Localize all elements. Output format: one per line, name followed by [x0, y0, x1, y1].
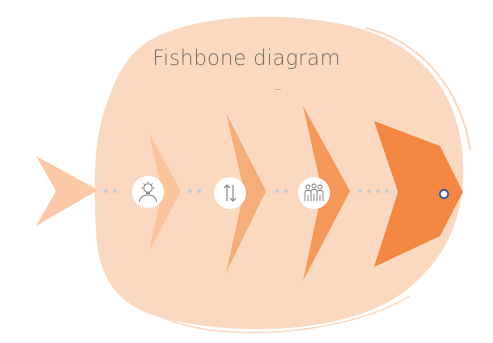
- node-3: [298, 177, 330, 209]
- title-underline: [275, 89, 281, 90]
- node-2: [214, 177, 246, 209]
- fish-tail: [36, 156, 98, 226]
- fish-eye: [440, 190, 448, 198]
- node-1: [132, 176, 164, 208]
- diagram-title: Fishbone diagram: [0, 46, 493, 70]
